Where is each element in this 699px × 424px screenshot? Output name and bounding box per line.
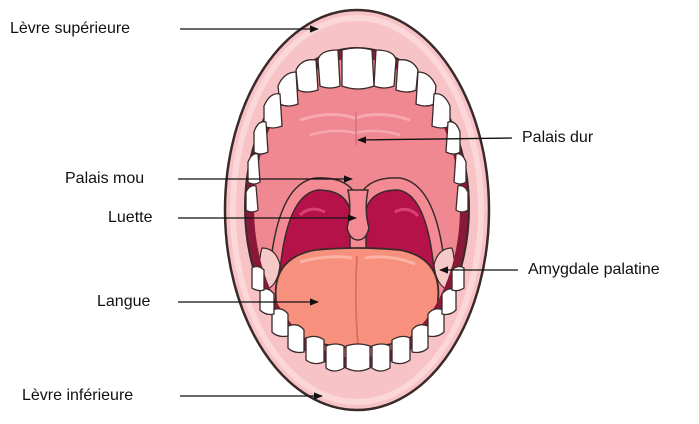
uvula [347,190,369,240]
label-soft-palate: Palais mou [65,170,144,188]
label-tongue: Langue [97,293,150,311]
label-lower-lip: Lèvre inférieure [22,387,133,405]
label-tonsil: Amygdale palatine [528,261,660,279]
label-hard-palate: Palais dur [522,129,593,147]
label-uvula: Luette [108,209,152,227]
label-upper-lip: Lèvre supérieure [10,20,130,38]
